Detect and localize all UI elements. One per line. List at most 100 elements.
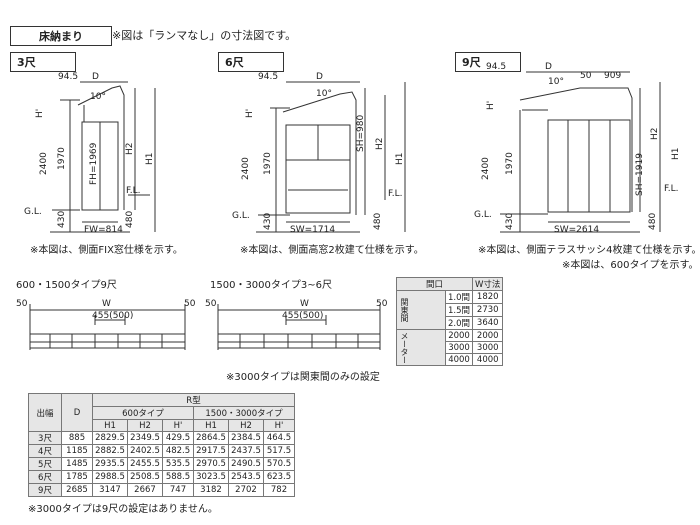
side-cell: 2.0間 [444, 316, 474, 330]
spec-cell: 535.5 [162, 457, 194, 471]
spec-sub: H' [162, 419, 194, 432]
plan-diagrams: 50 W 455(500) 50 50 W 455(500) 50 [16, 299, 388, 350]
spec-cell: 623.5 [263, 470, 295, 484]
plan1-w: W [102, 299, 111, 309]
table-row: 4尺 1185 2882.5 2402.5 482.5 2917.5 2437.… [28, 444, 295, 458]
spec-cell: 2864.5 [193, 431, 229, 445]
spec-cell: 782 [263, 483, 295, 497]
spec-cell: 2508.5 [127, 470, 163, 484]
p2-angle: 10° [316, 89, 332, 99]
p1-dim1: 1970 [57, 147, 67, 170]
spec-cell: 9尺 [28, 483, 62, 497]
table-row: 6尺 1785 2988.5 2508.5 588.5 3023.5 2543.… [28, 470, 295, 484]
spec-footnote: ※3000タイプは9尺の設定はありません。 [28, 504, 218, 515]
p3-caption2: ※本図は、600タイプを示す。 [562, 260, 699, 271]
spec-cell: 2935.5 [92, 457, 128, 471]
p2-caption: ※本図は、側面高窓2枚建て仕様を示す。 [240, 245, 424, 256]
p3-top-left: 94.5 [486, 62, 506, 72]
spec-r-type: R型 [92, 393, 295, 407]
spec-cell: 885 [61, 431, 93, 445]
spec-cell: 2349.5 [127, 431, 163, 445]
spec-cell: 3182 [193, 483, 229, 497]
p1-dim2: 430 [57, 211, 67, 228]
p1-d: D [92, 72, 99, 82]
header-note: ※図は「ランマなし」の寸法図です。 [112, 29, 297, 42]
p2-dim1: 1970 [263, 152, 273, 175]
p1-inner: FH=1969 [89, 142, 99, 185]
p2-bottom: 480 [373, 213, 383, 230]
spec-col-d: D [61, 393, 93, 432]
side-cell: 1.0間 [444, 290, 474, 304]
spec-col-out: 出幅 [28, 393, 62, 432]
spec-cell: 570.5 [263, 457, 295, 471]
spec-type-1500: 1500・3000タイプ [193, 406, 295, 420]
side-cell: 3640 [472, 316, 504, 330]
side-cell: 2730 [472, 303, 504, 317]
spec-cell: 464.5 [263, 431, 295, 445]
side-cell: 1820 [472, 290, 504, 304]
plan2-right: 50 [376, 299, 388, 309]
p2-inner: SH=980 [356, 115, 366, 152]
spec-sub: H1 [92, 419, 128, 432]
spec-cell: 517.5 [263, 444, 295, 458]
p2-width: SW=1714 [290, 225, 335, 235]
spec-cell: 429.5 [162, 431, 194, 445]
p1-width: FW=814 [84, 225, 123, 235]
side-width-table: 間口 W寸法 関東間 1.0間 1820 1.5間 2730 2.0間 3640… [395, 277, 504, 366]
p3-d: D [545, 62, 552, 72]
p3-dim1: 1970 [505, 152, 515, 175]
spec-cell: 2455.5 [127, 457, 163, 471]
p3-h2: H2 [650, 128, 660, 141]
spec-cell: 5尺 [28, 457, 62, 471]
plan1-right: 50 [184, 299, 196, 309]
section-tag: 床納まり [10, 26, 112, 46]
plan1-left: 50 [16, 299, 28, 309]
spec-cell: 3147 [92, 483, 128, 497]
p3-extra-a: 50 [580, 71, 592, 81]
spec-cell: 6尺 [28, 470, 62, 484]
plan1-title: 600・1500タイプ9尺 [16, 280, 117, 291]
plan2-note: ※3000タイプは関東間のみの設定 [226, 372, 380, 383]
p1-h1: H1 [145, 153, 155, 166]
spec-cell: 2882.5 [92, 444, 128, 458]
spec-cell: 2988.5 [92, 470, 128, 484]
p3-bottom: 480 [648, 213, 658, 230]
elevation-diagrams: 94.5 D 10° H' 2400 1970 430 FH=1969 H2 H… [24, 62, 681, 235]
plan2-w: W [300, 299, 309, 309]
spec-cell: 2702 [228, 483, 264, 497]
spec-cell: 1485 [61, 457, 93, 471]
p1-bottom: 480 [125, 211, 135, 228]
p2-top-left: 94.5 [258, 72, 278, 82]
plan1-pitch: 455(500) [92, 311, 133, 321]
p2-hprime: H' [245, 109, 255, 118]
p3-dim2: 430 [505, 213, 515, 230]
p3-width: SW=2614 [554, 225, 599, 235]
p3-h1: H1 [671, 148, 681, 161]
side-cell: 1.5間 [444, 303, 474, 317]
spec-cell: 2685 [61, 483, 93, 497]
plan2-pitch: 455(500) [282, 311, 323, 321]
spec-cell: 588.5 [162, 470, 194, 484]
spec-cell: 2402.5 [127, 444, 163, 458]
side-col-span: 間口 [395, 277, 474, 291]
side-cell: 2000 [472, 329, 504, 342]
spec-table: 出幅 D R型 600タイプ 1500・3000タイプ H1 H2 H' H1 … [28, 393, 295, 497]
spec-cell: 2543.5 [228, 470, 264, 484]
spec-cell: 2667 [127, 483, 163, 497]
spec-cell: 2829.5 [92, 431, 128, 445]
p3-fl: F.L. [664, 184, 678, 194]
spec-cell: 3尺 [28, 431, 62, 445]
p2-dim2: 430 [263, 213, 273, 230]
table-row: 5尺 1485 2935.5 2455.5 535.5 2970.5 2490.… [28, 457, 295, 471]
p1-fl: F.L. [126, 186, 140, 196]
p3-inner: SH=1919 [635, 153, 645, 196]
spec-cell: 2490.5 [228, 457, 264, 471]
side-cell: 4000 [472, 353, 504, 366]
spec-cell: 2917.5 [193, 444, 229, 458]
spec-sub: H' [263, 419, 295, 432]
side-group-meter: メーター [396, 329, 446, 366]
spec-cell: 2970.5 [193, 457, 229, 471]
spec-cell: 482.5 [162, 444, 194, 458]
spec-cell: 4尺 [28, 444, 62, 458]
side-cell: 4000 [444, 353, 474, 366]
